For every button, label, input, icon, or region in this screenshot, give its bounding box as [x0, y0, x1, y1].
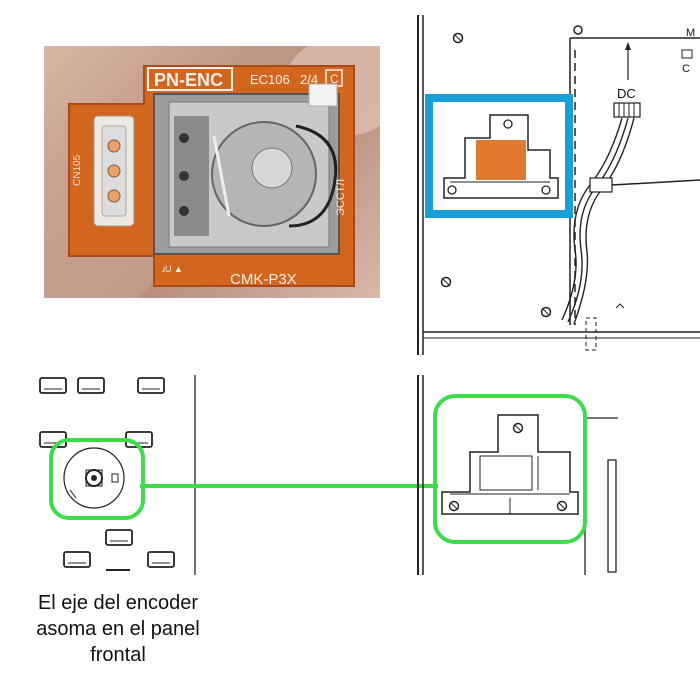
encoder-board-illustration: CN105 PN-ENC EC106 2/4 C ЭССТЛ ɹU ▲ CMK-… — [44, 46, 380, 298]
corner-label-m: M — [686, 27, 695, 39]
caption: El eje del encoder asoma en el panel fro… — [36, 592, 200, 666]
bottom-label: CMK-P3X — [230, 271, 297, 288]
front-button — [137, 377, 165, 394]
board-label: PN-ENC — [154, 70, 223, 90]
svg-text:ɹU ▲: ɹU ▲ — [162, 264, 183, 274]
encoder-location-highlight — [425, 94, 573, 218]
front-button — [63, 551, 91, 568]
encoder-board-photo: CN105 PN-ENC EC106 2/4 C ЭССТЛ ɹU ▲ CMK-… — [44, 46, 380, 298]
front-button — [77, 377, 105, 394]
connector-line — [140, 484, 438, 488]
encoder-bracket-top — [443, 114, 559, 199]
side-label: ЭССТЛ — [335, 179, 347, 216]
screw-icon — [440, 276, 452, 288]
screw-icon — [452, 32, 464, 44]
encoder-bracket-bottom — [441, 414, 579, 515]
encoder-rear-highlight — [433, 394, 587, 544]
front-panel-schematic — [39, 375, 196, 575]
board-code: EC106 — [250, 72, 290, 87]
front-button — [147, 551, 175, 568]
front-button — [105, 529, 133, 546]
connector-label: CN105 — [72, 154, 83, 186]
screw-icon — [540, 306, 552, 318]
rear-schematic-bottom — [417, 375, 618, 575]
front-button — [39, 377, 67, 394]
encoder-front-highlight — [49, 438, 145, 520]
dc-label: DC — [617, 86, 636, 101]
rear-schematic-top: DC M C — [417, 15, 700, 355]
encoder-module — [476, 140, 526, 180]
board-letter: C — [330, 72, 339, 86]
screw-icon — [573, 25, 583, 35]
board-rev: 2/4 — [300, 72, 318, 87]
corner-label-c: C — [682, 63, 690, 75]
